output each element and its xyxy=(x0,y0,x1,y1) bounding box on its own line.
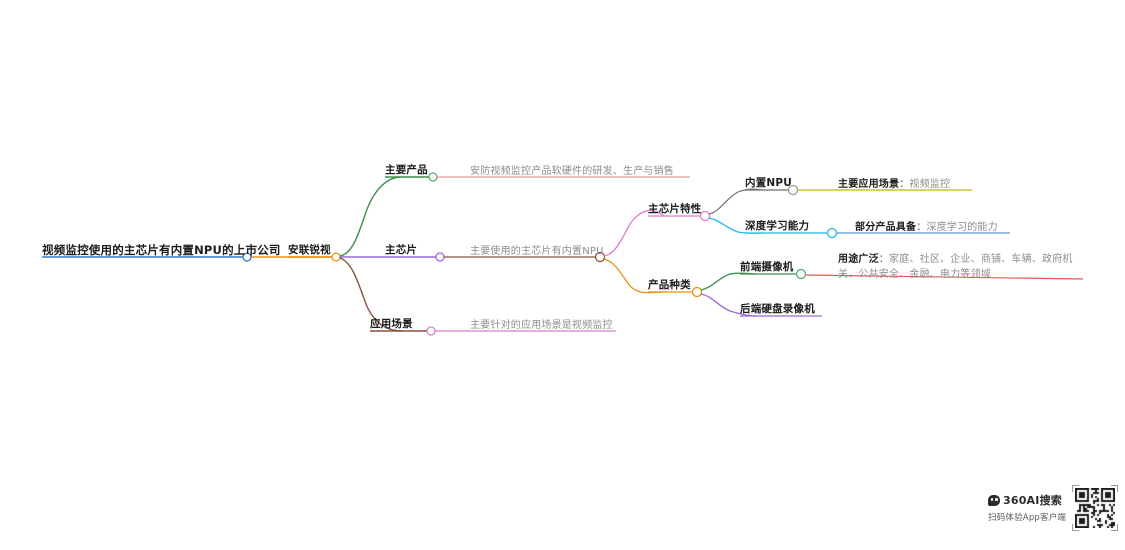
node-main-chip-detail[interactable]: 主要使用的主芯片有内置NPU xyxy=(470,246,604,259)
node-dot-main-products xyxy=(428,172,438,182)
node-root-label: 视频监控使用的主芯片有内置NPU的上市公司 xyxy=(42,243,281,257)
node-main-products-label: 主要产品 xyxy=(385,164,428,176)
node-builtin-npu[interactable]: 内置NPU xyxy=(745,177,792,190)
node-builtin-npu-detail-label: 主要应用场景 xyxy=(838,179,900,190)
node-main-chip[interactable]: 主芯片 xyxy=(385,244,417,257)
node-deep-learning-detail-label: 部分产品具备 xyxy=(855,222,917,233)
qr-corner-bottom-left xyxy=(1072,523,1080,531)
node-front-camera-detail[interactable]: 用途广泛：家庭、社区、企业、商铺、车辆、政府机关、公共安全、金融、电力等领域 xyxy=(838,253,1088,282)
watermark-text-block: 360AI搜索 扫码体验App客户端 xyxy=(988,492,1066,523)
watermark-subtitle: 扫码体验App客户端 xyxy=(988,513,1067,523)
node-dot-main-chip xyxy=(435,252,445,262)
node-dot-deep-learning xyxy=(826,227,838,239)
node-front-camera-detail-separator: ： xyxy=(878,254,890,265)
qr-corner-top-right xyxy=(1111,484,1119,492)
node-front-camera-label: 前端摄像机 xyxy=(740,261,794,273)
node-chip-features-label: 主芯片特性 xyxy=(648,203,702,215)
node-builtin-npu-detail-separator: ： xyxy=(899,179,910,190)
watermark-brand: 360AI搜索 xyxy=(1003,494,1062,507)
node-product-types-label: 产品种类 xyxy=(648,279,691,291)
wire-to-front-camera xyxy=(700,272,757,291)
node-deep-learning-detail[interactable]: 部分产品具备：深度学习的能力 xyxy=(855,222,998,235)
node-chip-features[interactable]: 主芯片特性 xyxy=(648,203,702,216)
node-main-products-detail[interactable]: 安防视频监控产品软硬件的研发、生产与销售 xyxy=(470,166,674,179)
node-use-case-label: 应用场景 xyxy=(370,318,413,330)
node-root[interactable]: 视频监控使用的主芯片有内置NPU的上市公司 xyxy=(42,243,281,257)
watermark: 360AI搜索 扫码体验App客户端 xyxy=(988,480,1120,535)
node-back-dvr[interactable]: 后端硬盘录像机 xyxy=(740,303,815,316)
qr-code-image xyxy=(1075,487,1116,528)
node-deep-learning[interactable]: 深度学习能力 xyxy=(745,220,809,233)
node-main-chip-label: 主芯片 xyxy=(385,244,418,256)
qr-code-icon xyxy=(1072,484,1119,531)
node-use-case-detail[interactable]: 主要针对的应用场景是视频监控 xyxy=(470,320,613,333)
node-front-camera-detail-value: 家庭、社区、企业、商铺、车辆、政府机关、公共安全、金融、电力等领域 xyxy=(838,254,1073,280)
node-company[interactable]: 安联锐视 xyxy=(288,244,331,257)
node-back-dvr-label: 后端硬盘录像机 xyxy=(740,303,815,315)
node-company-label: 安联锐视 xyxy=(288,244,331,256)
node-dot-front-camera xyxy=(795,268,807,280)
node-use-case[interactable]: 应用场景 xyxy=(370,318,413,331)
wire-to-builtin-npu xyxy=(708,188,763,215)
node-deep-learning-detail-value: 深度学习的能力 xyxy=(926,222,998,233)
wire-to-chip-features xyxy=(603,209,665,257)
node-dot-product-types xyxy=(691,286,703,298)
watermark-brand-line: 360AI搜索 xyxy=(988,492,1062,508)
node-deep-learning-detail-separator: ： xyxy=(916,222,927,233)
node-use-case-detail-text: 主要针对的应用场景是视频监控 xyxy=(470,320,613,331)
node-main-chip-detail-text: 主要使用的主芯片有内置NPU xyxy=(470,246,604,257)
speech-bubble-icon xyxy=(988,494,1000,506)
qr-corner-bottom-right xyxy=(1111,523,1119,531)
node-builtin-npu-label: 内置NPU xyxy=(745,177,793,189)
node-main-products-detail-text: 安防视频监控产品软硬件的研发、生产与销售 xyxy=(470,166,674,177)
node-front-camera-detail-label: 用途广泛 xyxy=(838,254,879,265)
qr-corner-top-left xyxy=(1072,484,1080,492)
node-front-camera[interactable]: 前端摄像机 xyxy=(740,261,794,274)
node-deep-learning-label: 深度学习能力 xyxy=(745,220,810,232)
node-main-products[interactable]: 主要产品 xyxy=(385,164,428,177)
node-dot-use-case xyxy=(426,326,436,336)
node-builtin-npu-detail-value: 视频监控 xyxy=(909,179,951,190)
node-dot-company xyxy=(331,252,341,262)
node-builtin-npu-detail[interactable]: 主要应用场景：视频监控 xyxy=(838,179,950,192)
node-product-types[interactable]: 产品种类 xyxy=(648,279,691,292)
